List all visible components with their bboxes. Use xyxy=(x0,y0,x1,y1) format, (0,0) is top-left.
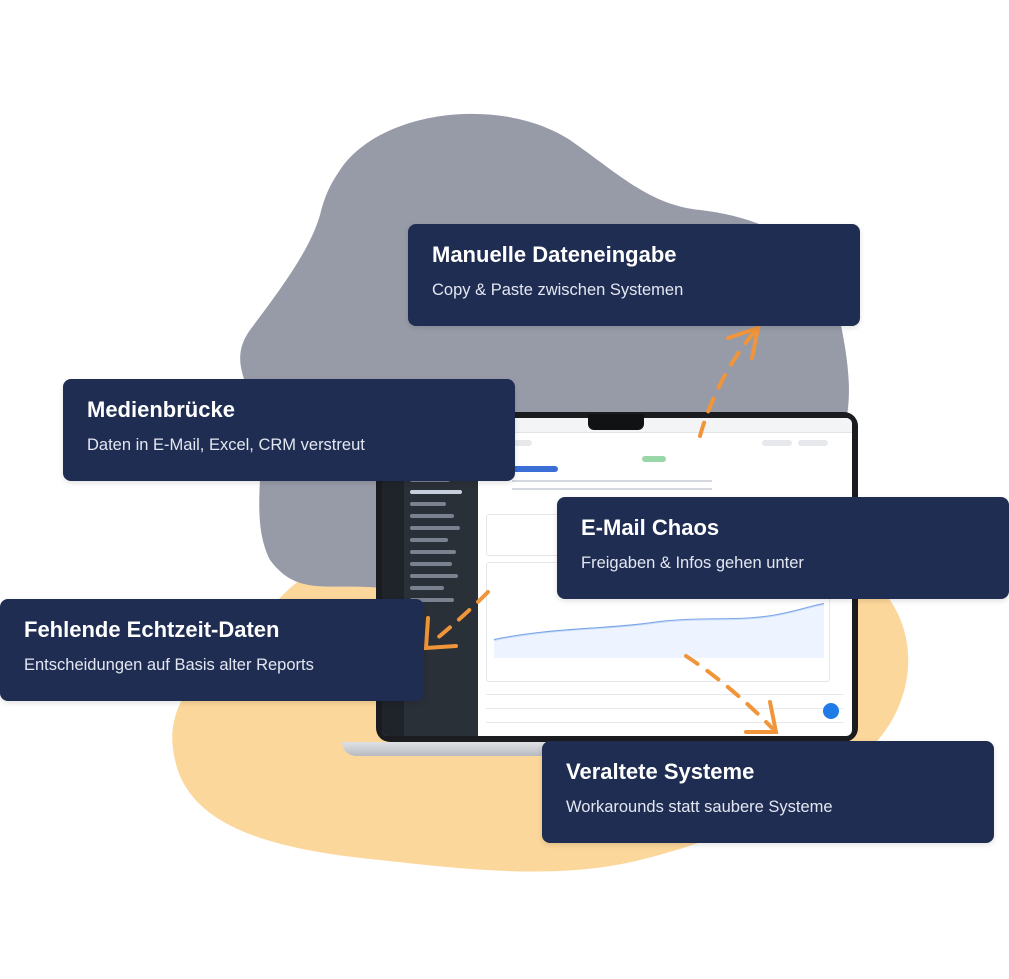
trend-chart xyxy=(493,603,825,658)
chat-bubble-icon[interactable] xyxy=(823,703,839,719)
card-title: Medienbrücke xyxy=(87,397,235,422)
card-title: Veraltete Systeme xyxy=(566,759,755,784)
card-subtitle: Copy & Paste zwischen Systemen xyxy=(432,281,684,299)
table-line xyxy=(512,480,712,482)
sidebar-item xyxy=(410,598,454,602)
dashboard-topbar xyxy=(478,418,852,433)
sidebar-item xyxy=(410,586,444,590)
toolbar-chip xyxy=(762,440,792,446)
sidebar-item xyxy=(410,562,452,566)
camera-notch xyxy=(588,414,644,430)
card-subtitle: Workarounds statt saubere Systeme xyxy=(566,798,833,816)
sidebar-item-active xyxy=(410,490,462,494)
trend-area xyxy=(494,604,824,658)
card-subtitle: Freigaben & Infos gehen unter xyxy=(581,554,804,572)
sidebar-item xyxy=(410,574,458,578)
card-missing-realtime: Fehlende Echtzeit-Daten Entscheidungen a… xyxy=(0,599,424,701)
table-row xyxy=(486,694,844,695)
card-title: Manuelle Dateneingabe xyxy=(432,242,677,267)
sidebar-item xyxy=(410,538,448,542)
toolbar-chip xyxy=(798,440,828,446)
card-legacy-systems: Veraltete Systeme Workarounds statt saub… xyxy=(542,741,994,843)
arrow-head-manual-entry xyxy=(726,325,761,360)
card-media-bridge: Medienbrücke Daten in E-Mail, Excel, CRM… xyxy=(63,379,515,481)
arrow-head-missing-realtime xyxy=(423,616,458,651)
table-row xyxy=(486,722,844,723)
sidebar-item xyxy=(410,550,456,554)
arrow-to-manual-entry xyxy=(698,328,758,438)
card-manual-entry: Manuelle Dateneingabe Copy & Paste zwisc… xyxy=(408,224,860,326)
card-title: Fehlende Echtzeit-Daten xyxy=(24,617,280,642)
table-row xyxy=(486,708,844,709)
table-line xyxy=(512,488,712,490)
card-subtitle: Entscheidungen auf Basis alter Reports xyxy=(24,656,314,674)
arrow-to-legacy-systems xyxy=(684,654,774,730)
card-title: E-Mail Chaos xyxy=(581,515,720,540)
status-chip xyxy=(642,456,666,462)
filter-chip xyxy=(508,466,558,472)
sidebar-item xyxy=(410,502,446,506)
card-email-chaos: E-Mail Chaos Freigaben & Infos gehen unt… xyxy=(557,497,1009,599)
arrow-head-legacy-systems xyxy=(744,700,779,734)
card-subtitle: Daten in E-Mail, Excel, CRM verstreut xyxy=(87,436,365,454)
arrow-to-missing-realtime xyxy=(428,590,490,646)
sidebar-item xyxy=(410,526,460,530)
sidebar-item xyxy=(410,514,454,518)
